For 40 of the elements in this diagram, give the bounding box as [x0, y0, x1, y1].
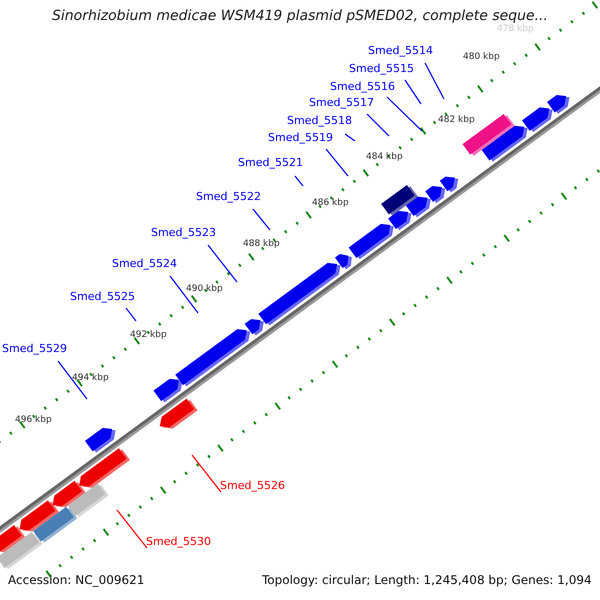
position-label: 488 kbp [243, 239, 280, 250]
position-label: 494 kbp [72, 373, 109, 384]
gene-label: Smed_5515 [349, 63, 414, 76]
gene-label: Smed_5523 [151, 227, 216, 240]
position-label: 492 kbp [130, 330, 167, 340]
leader-line [386, 96, 422, 132]
leader-line [326, 148, 348, 176]
map-title: Sinorhizobium medicae WSM419 plasmid pSMED02, complete seque... [51, 8, 549, 24]
leader-line [252, 208, 270, 230]
gene-label: Smed_5521 [238, 157, 303, 170]
leader-line [404, 80, 422, 104]
leader-line [424, 62, 445, 100]
gene-label: Smed_5524 [112, 258, 177, 271]
position-label: 484 kbp [366, 152, 403, 162]
position-label: 496 kbp [15, 415, 52, 426]
leader-line [208, 244, 238, 282]
leader-line [192, 454, 222, 492]
gene-label: Smed_5516 [330, 81, 395, 94]
gene-label: Smed_5526 [220, 480, 285, 493]
position-label: 482 kbp [438, 115, 475, 126]
gene-label: Smed_5529 [2, 343, 67, 356]
leader-line [170, 276, 198, 314]
gene-label: Smed_5519 [268, 132, 333, 145]
leader-line [126, 308, 136, 322]
position-label: 486 kbp [312, 198, 349, 208]
leader-line [344, 134, 356, 142]
gene-label: Smed_5517 [309, 97, 374, 110]
position-label: 490 kbp [186, 284, 223, 294]
gene-label: Smed_5530 [146, 536, 211, 549]
leader-line [58, 360, 88, 400]
position-label: 480 kbp [463, 52, 500, 62]
leader-line [366, 114, 390, 136]
gene-label: Smed_5522 [196, 191, 261, 204]
gene-label: Smed_5525 [70, 291, 135, 304]
footer-text: Topology: circular; Length: 1,245,408 bp; Genes: 1,094 [262, 574, 592, 588]
gene-label: Smed_5514 [368, 45, 433, 58]
footer-text: Accession: NC_009621 [8, 574, 144, 588]
leader-line [116, 510, 148, 548]
gene-label: Smed_5518 [287, 115, 352, 128]
leader-line [294, 176, 304, 186]
